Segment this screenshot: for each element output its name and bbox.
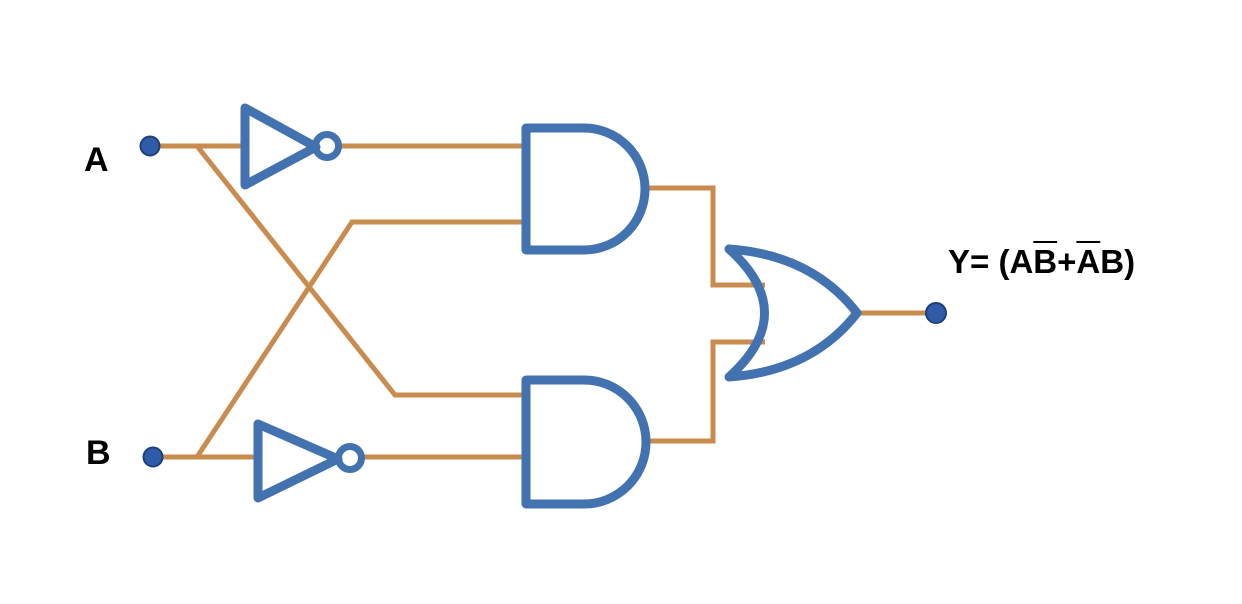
wire-and-top-to-or [643, 185, 765, 288]
and-gate-bottom-body [521, 375, 651, 509]
and-gate-bottom[interactable] [521, 375, 651, 509]
or-gate-output[interactable] [724, 244, 862, 382]
inverter-b-bubble [335, 443, 365, 473]
inverter-a-bubble [312, 131, 342, 161]
inverter-b-triangle [253, 419, 343, 503]
inverter-a-triangle [240, 103, 321, 190]
output-boolean-expression: Y= (AB+AB) [948, 243, 1135, 281]
wire-a-to-and-bottom [195, 144, 525, 398]
and-gate-top[interactable] [521, 123, 650, 255]
expression-a-bar: A [1076, 243, 1101, 280]
and-gate-top-body [521, 123, 650, 255]
expression-b: B [1100, 243, 1125, 280]
output-terminal-y[interactable] [925, 302, 947, 324]
terminal-dot-layer [139, 135, 947, 468]
wire-layer [150, 143, 937, 460]
wire-and-bottom-to-or [643, 339, 765, 444]
input-terminal-a[interactable] [139, 135, 161, 157]
expression-suffix: ) [1124, 243, 1136, 280]
expression-prefix: Y= (A [948, 243, 1034, 280]
expression-plus: + [1057, 243, 1077, 280]
input-terminal-b[interactable] [142, 446, 164, 468]
inverter-b-gate[interactable] [253, 419, 365, 503]
expression-b-bar: B [1033, 243, 1058, 280]
or-gate-body [724, 244, 862, 382]
input-label-b: B [86, 434, 111, 472]
input-label-a: A [84, 141, 109, 179]
inverter-a-gate[interactable] [240, 103, 342, 190]
wire-b-to-and-top [194, 219, 525, 459]
